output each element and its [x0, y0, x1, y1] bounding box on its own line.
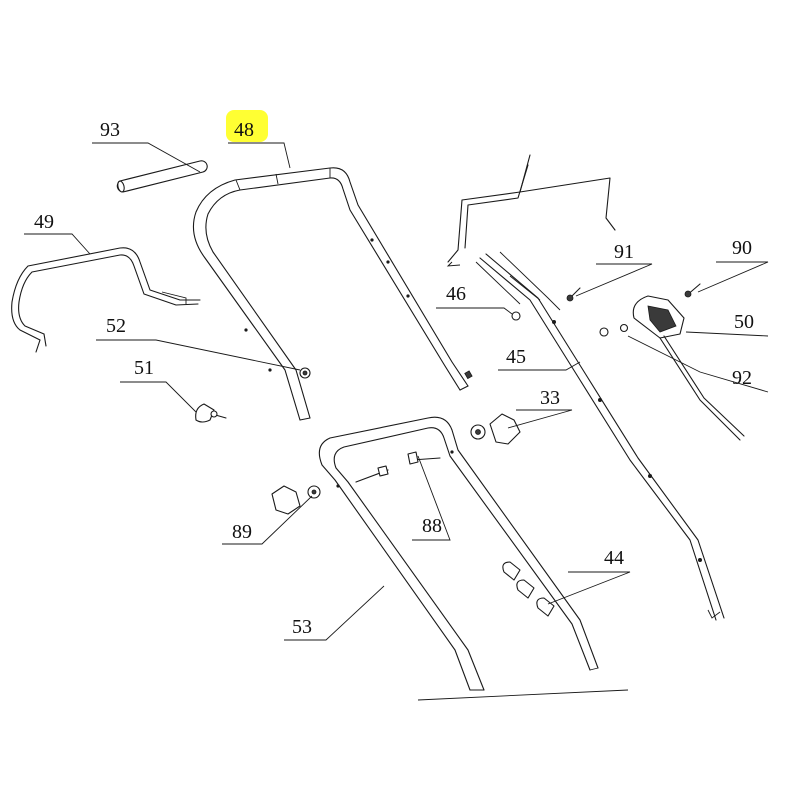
callout-93: 93	[100, 119, 120, 141]
callout-50: 50	[734, 311, 754, 333]
callout-48: 48	[234, 119, 254, 141]
leader-lines	[24, 142, 769, 641]
callout-49: 49	[34, 211, 54, 233]
part-45-control-rod	[446, 154, 616, 267]
part-46-nut	[511, 311, 521, 321]
callout-89: 89	[232, 521, 252, 543]
callout-92: 92	[732, 367, 752, 389]
part-91-screw	[566, 287, 581, 302]
part-53-lower-handle	[318, 416, 629, 701]
callout-88: 88	[422, 515, 442, 537]
callout-33: 33	[540, 387, 560, 409]
callout-45: 45	[506, 346, 526, 368]
callout-91: 91	[614, 241, 634, 263]
part-44-cable-clips	[502, 561, 555, 617]
callout-52: 52	[106, 315, 126, 337]
part-89-knob	[271, 485, 321, 515]
callout-51: 51	[134, 357, 154, 379]
callout-labels: 93 48 49 91 90 46 50 52 45 92 51 33 89 8…	[34, 119, 754, 638]
part-52-nut	[299, 367, 311, 379]
part-50-control-box	[632, 295, 745, 441]
callout-44: 44	[604, 547, 624, 569]
part-48-highlight	[226, 110, 268, 142]
callout-53: 53	[292, 616, 312, 638]
callout-46: 46	[446, 283, 466, 305]
part-48-upper-handle	[192, 167, 473, 421]
callout-90: 90	[732, 237, 752, 259]
part-45-cable	[475, 251, 725, 621]
part-88-bolt	[355, 451, 441, 483]
part-49-bail-bar	[11, 247, 201, 353]
part-33-knob	[470, 413, 521, 445]
part-90-screw	[684, 283, 701, 298]
part-51-clip	[195, 403, 227, 423]
part-93-grip-tube	[116, 160, 208, 193]
part-92-washer	[599, 323, 629, 337]
